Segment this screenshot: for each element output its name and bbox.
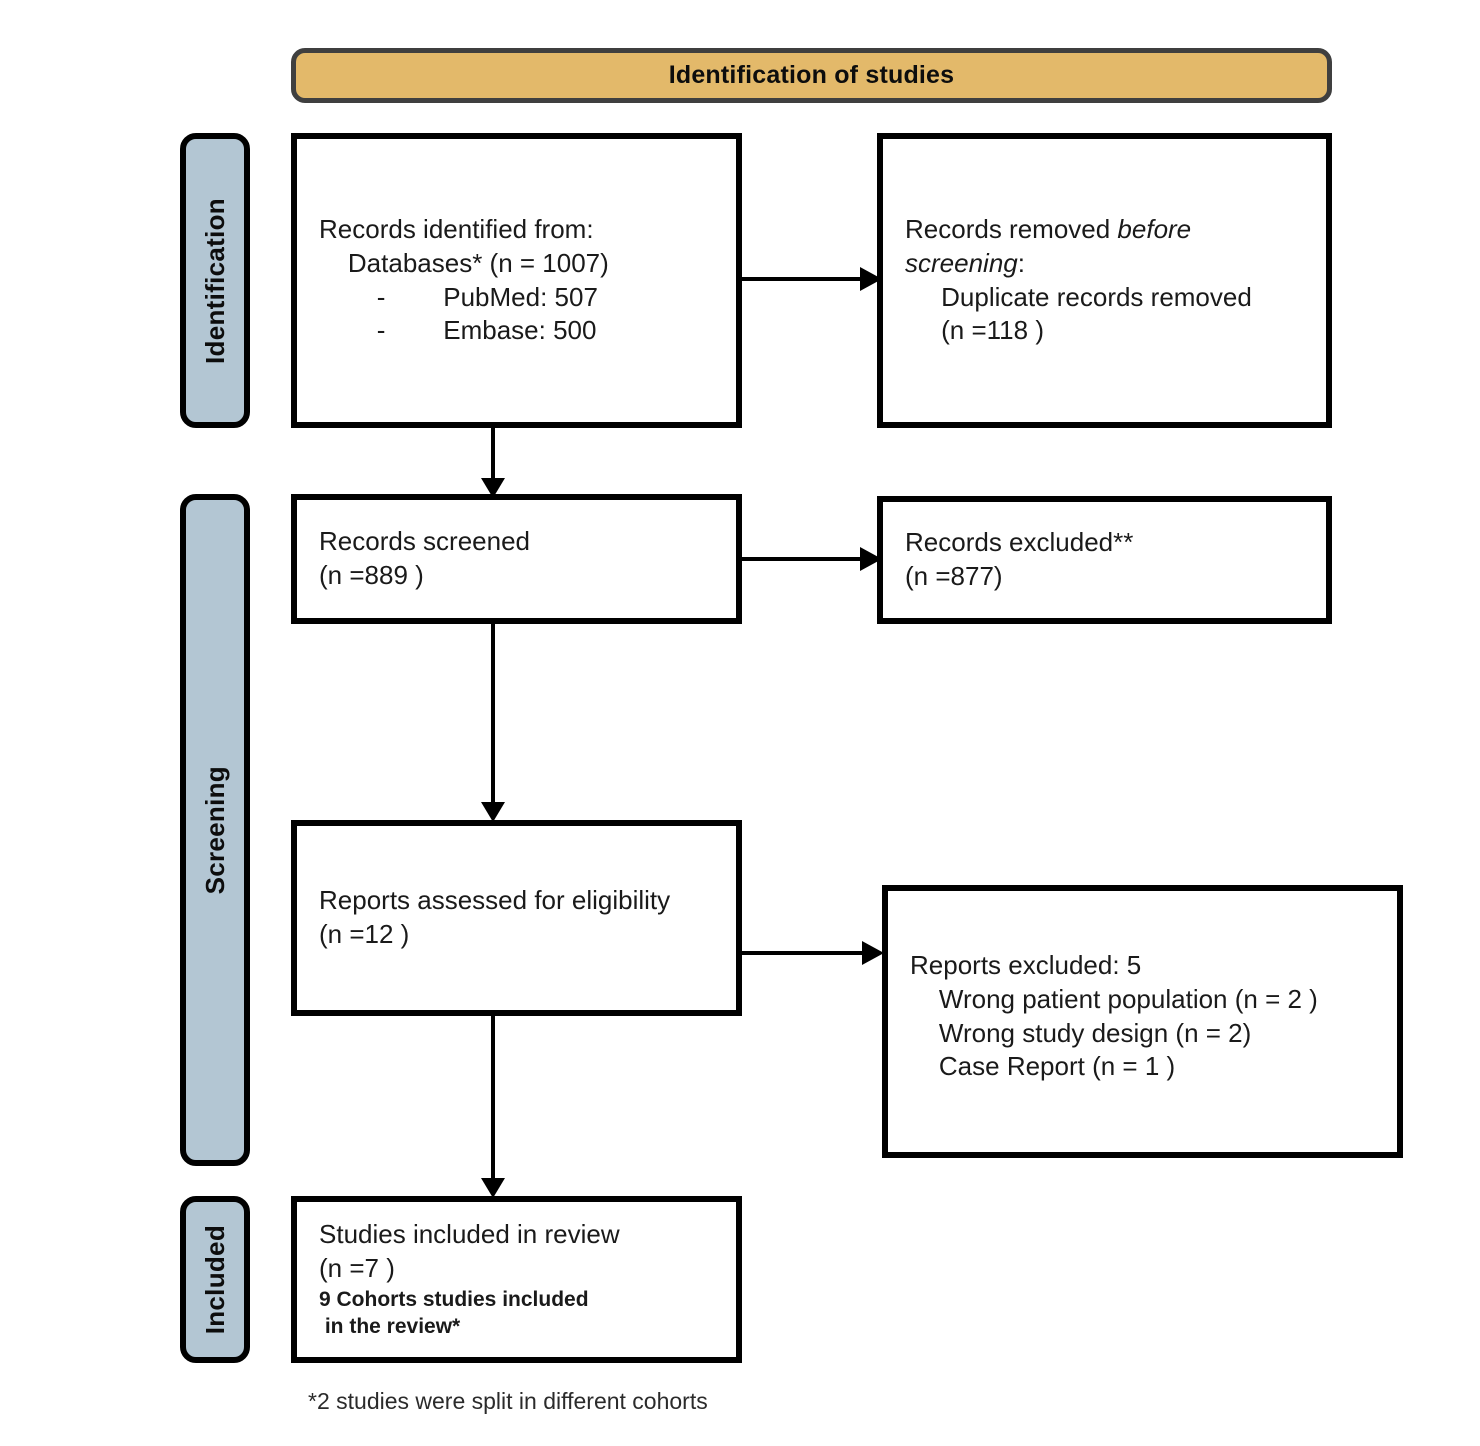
box-records-excluded: Records excluded** (n =877) bbox=[877, 496, 1332, 624]
records-excluded-line-1: Records excluded** bbox=[905, 527, 1134, 558]
records-removed-line-1: Records removed before bbox=[905, 213, 1304, 247]
records-removed-colon: : bbox=[1017, 247, 1025, 278]
connector-assessed-to-reports-excluded bbox=[742, 936, 884, 970]
stage-rail-identification: Identification bbox=[180, 133, 250, 428]
footnote-split-cohorts: *2 studies were split in different cohor… bbox=[308, 1388, 708, 1414]
connector-screened-to-assessed bbox=[476, 624, 510, 822]
box-reports-excluded: Reports excluded: 5 Wrong patient popula… bbox=[882, 885, 1403, 1158]
connector-identified-to-removed bbox=[742, 262, 882, 296]
reports-assessed-line-1: Reports assessed for eligibility bbox=[319, 885, 671, 916]
records-removed-italic-screening: screening bbox=[905, 247, 1018, 278]
box-studies-included: Studies included in review (n =7 ) 9 Coh… bbox=[291, 1196, 742, 1363]
records-removed-line-3: Duplicate records removed bbox=[905, 281, 1252, 312]
stage-rail-identification-label: Identification bbox=[199, 197, 230, 364]
phase-banner-label: Identification of studies bbox=[668, 61, 955, 89]
records-removed-line-2: screening: bbox=[905, 247, 1304, 281]
stage-rail-included-label: Included bbox=[199, 1224, 230, 1335]
records-screened-line-1: Records screened bbox=[319, 526, 530, 557]
studies-included-note-line-2: in the review* bbox=[319, 1315, 461, 1339]
box-reports-assessed: Reports assessed for eligibility (n =12 … bbox=[291, 820, 742, 1016]
records-identified-line-1: Records identified from: bbox=[319, 213, 594, 244]
records-excluded-line-2: (n =877) bbox=[905, 561, 1003, 591]
studies-included-note-line-1: 9 Cohorts studies included bbox=[319, 1288, 589, 1311]
stage-rail-screening: Screening bbox=[180, 494, 250, 1166]
reports-excluded-line-3: Wrong study design (n = 2) bbox=[910, 1017, 1252, 1048]
records-removed-italic-before: before bbox=[1117, 213, 1192, 244]
box-records-removed: Records removed before screening: Duplic… bbox=[877, 133, 1332, 428]
reports-excluded-line-1: Reports excluded: 5 bbox=[910, 950, 1142, 980]
stage-rail-screening-label: Screening bbox=[199, 765, 230, 895]
stage-rail-included: Included bbox=[180, 1196, 250, 1363]
connector-assessed-to-included bbox=[476, 1016, 510, 1198]
connector-identified-to-screened bbox=[476, 428, 510, 498]
records-removed-line-4: (n =118 ) bbox=[905, 315, 1044, 346]
studies-included-line-1: Studies included in review bbox=[319, 1219, 620, 1250]
reports-assessed-line-2: (n =12 ) bbox=[319, 919, 410, 949]
studies-included-line-2: (n =7 ) bbox=[319, 1253, 395, 1284]
box-records-identified: Records identified from: Databases* (n =… bbox=[291, 133, 742, 428]
connector-screened-to-excluded bbox=[742, 542, 882, 576]
box-records-screened: Records screened (n =889 ) bbox=[291, 494, 742, 624]
records-removed-prefix: Records removed bbox=[905, 213, 1118, 244]
records-identified-line-3: - PubMed: 507 bbox=[319, 281, 598, 312]
phase-banner-identification: Identification of studies bbox=[291, 48, 1332, 103]
reports-excluded-line-2: Wrong patient population (n = 2 ) bbox=[910, 983, 1318, 1014]
reports-excluded-line-4: Case Report (n = 1 ) bbox=[910, 1051, 1176, 1082]
records-identified-line-4: - Embase: 500 bbox=[319, 315, 597, 346]
records-screened-line-2: (n =889 ) bbox=[319, 560, 424, 590]
records-identified-line-2: Databases* (n = 1007) bbox=[319, 247, 609, 278]
